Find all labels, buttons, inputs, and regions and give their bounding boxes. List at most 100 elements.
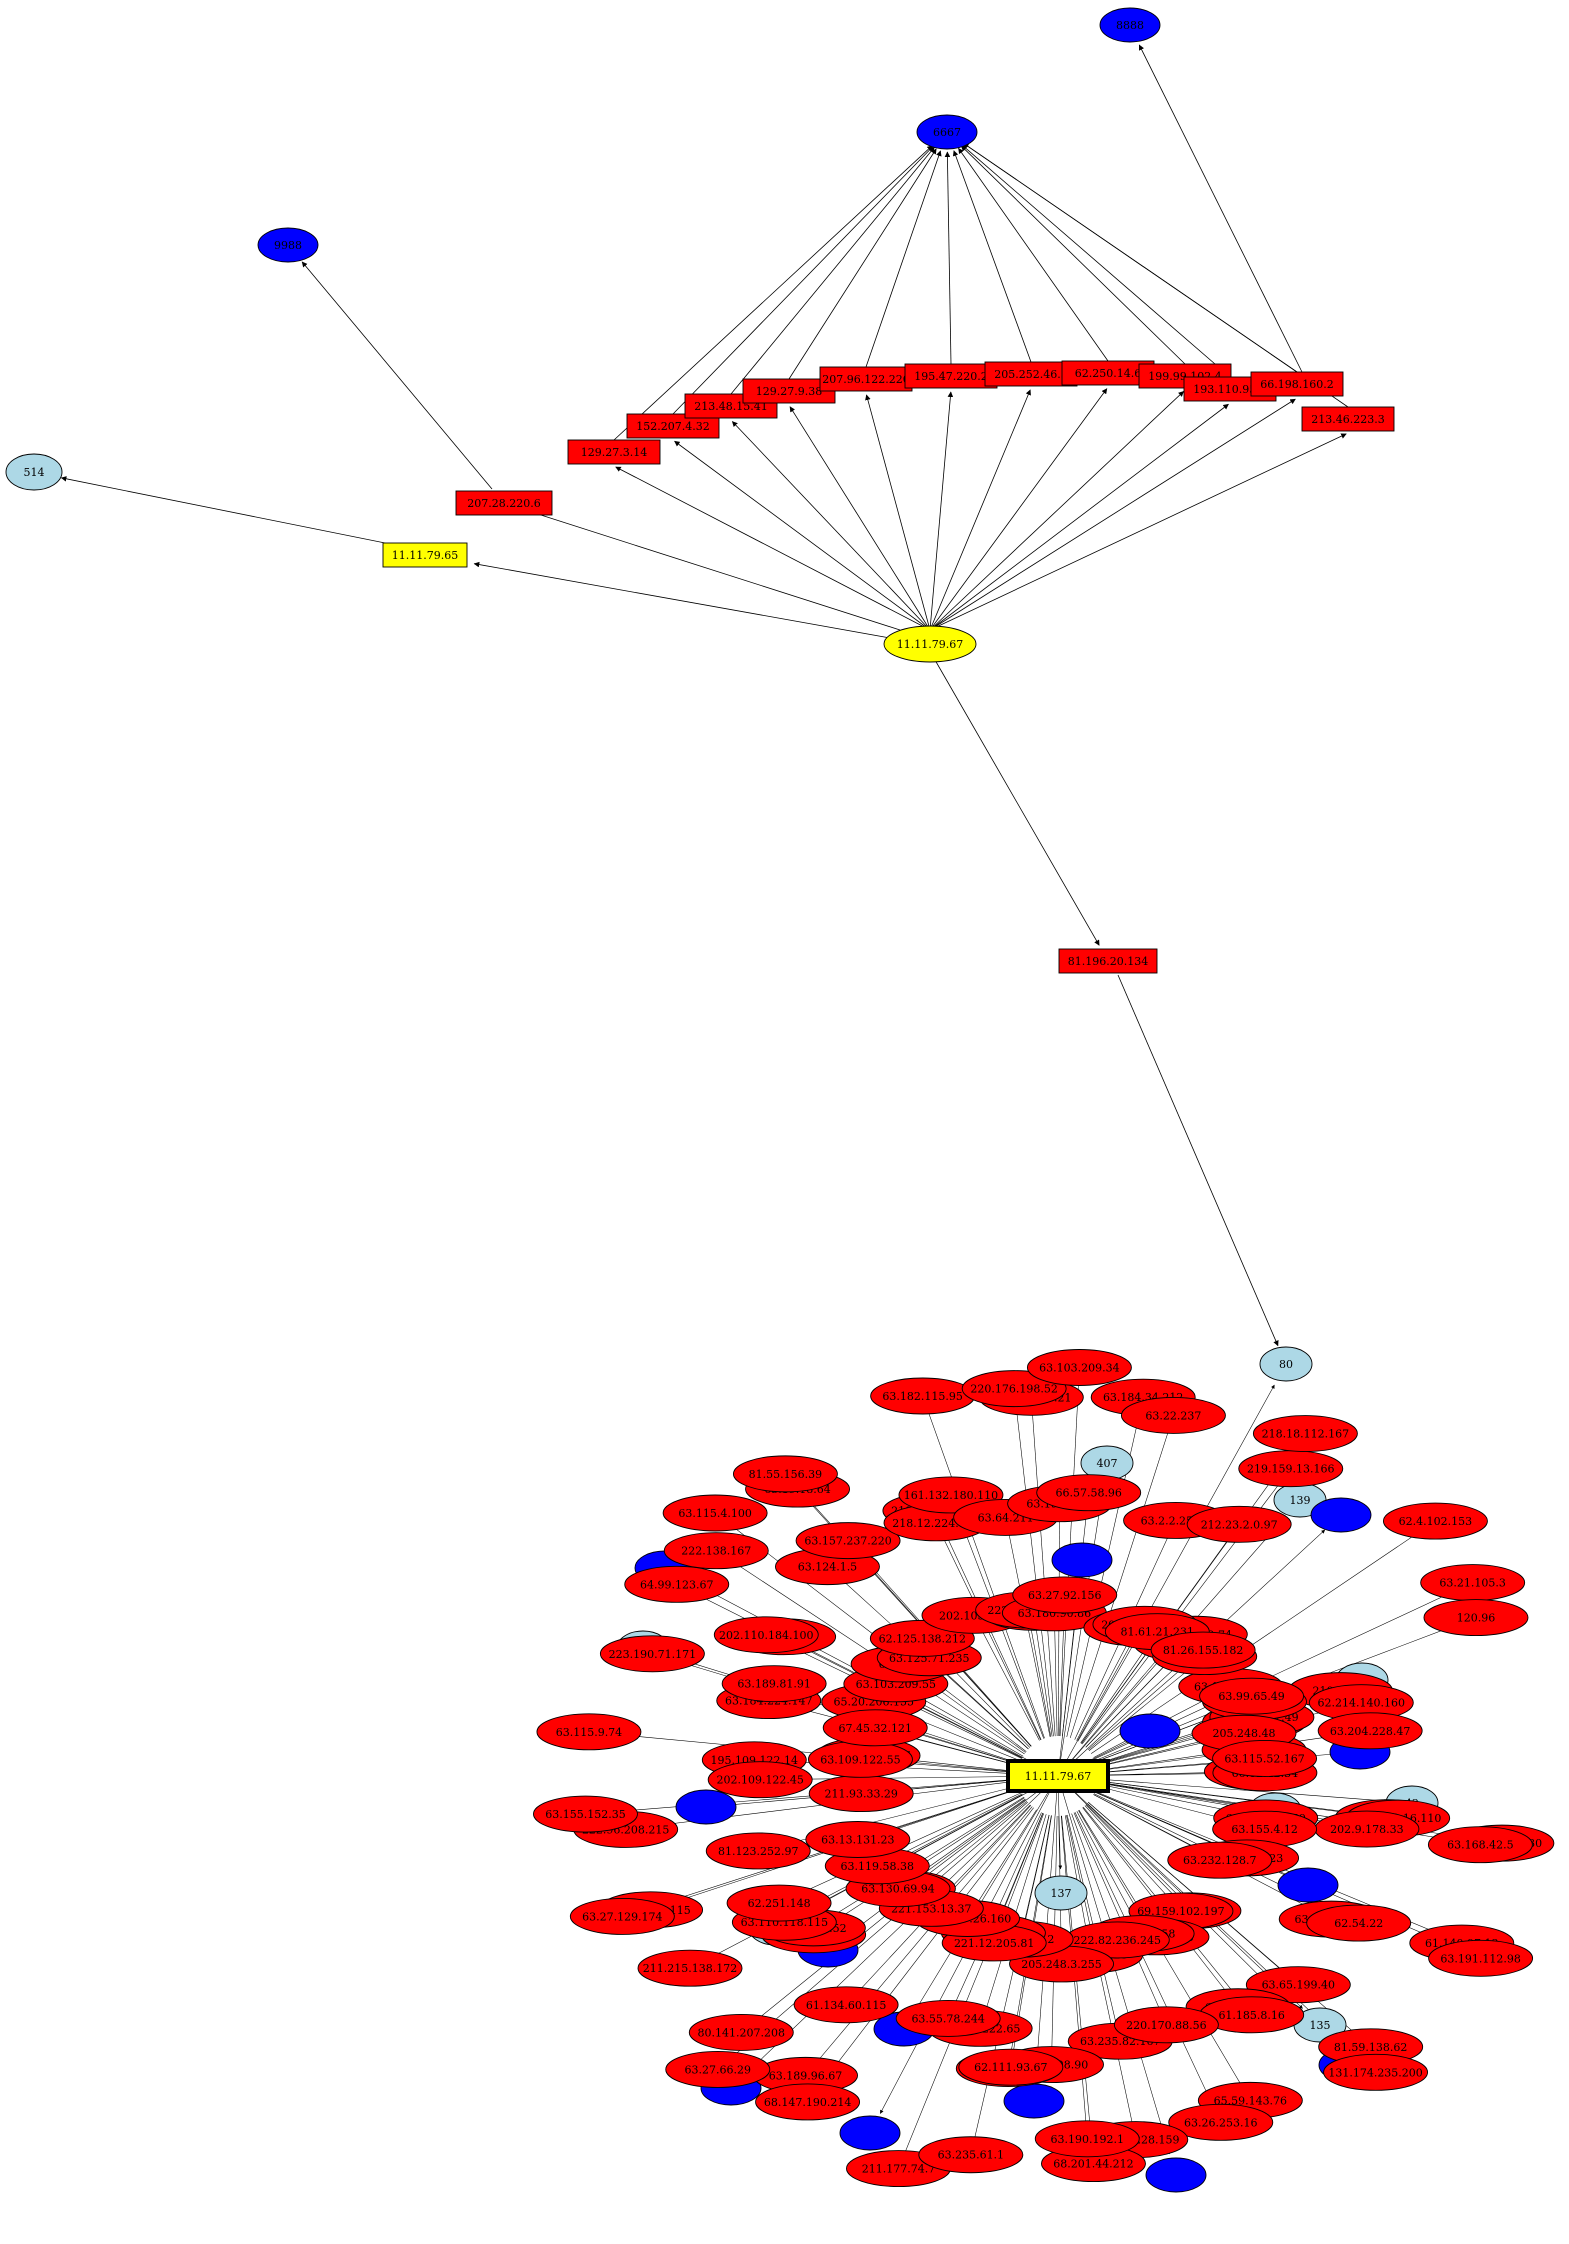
edge (524, 508, 901, 631)
cluster-host-node-222-138-167: 222.138.167 (663, 1532, 769, 1570)
cluster-host-node-81-26-155-182-shape (1150, 1631, 1256, 1669)
cluster-host-node-63-22-237: 63.22.237 (1120, 1396, 1226, 1434)
cluster-host-node-81-123-252-97: 81.123.252.97 (705, 1832, 811, 1870)
edge (672, 145, 934, 415)
hub-edge (915, 1775, 1059, 2011)
cluster-host-node-63-99-65-49: 63.99.65.49 (1199, 1677, 1305, 1715)
cluster-host-node-63-27-66-29-label: 63.27.66.29 (685, 2063, 751, 2076)
cluster-host-node-212-23-2-0-97-shape (1186, 1505, 1292, 1543)
cluster-host-node-67-45-32-121-shape (822, 1709, 928, 1747)
dark-port-node (675, 1789, 737, 1825)
port-node-514-shape (5, 453, 63, 491)
cluster-host-node-212-23-2-0-97: 212.23.2.0.97 (1186, 1505, 1292, 1543)
edge (929, 398, 1296, 631)
edge (865, 150, 942, 368)
cluster-host-node-218-18-112-167-label: 218.18.112.167 (1262, 1428, 1349, 1441)
edge (963, 142, 1349, 408)
edge (929, 388, 1108, 631)
cluster-host-node-131-174-235-200-label: 131.174.235.200 (1328, 2066, 1422, 2079)
fan-host-node-66-198-160-2-shape (1250, 371, 1344, 397)
source-node: 11.11.79.67 (883, 625, 977, 663)
cluster-host-node-62-4-102-153-shape (1382, 1502, 1488, 1540)
cluster-host-node-63-191-112-98-label: 63.191.112.98 (1440, 1952, 1520, 1965)
cluster-host-node-218-18-112-167: 218.18.112.167 (1252, 1415, 1358, 1452)
cluster-host-node-63-204-228-47: 63.204.228.47 (1317, 1712, 1423, 1750)
cluster-host-node-222-138-167-shape (663, 1532, 769, 1570)
edge (1117, 974, 1279, 1347)
hub-edge (807, 1807, 1034, 2103)
hub-edge (973, 1615, 1040, 1741)
dark-port-node (1277, 1867, 1339, 1903)
cluster-host-node-61-134-60-115-shape (793, 1986, 899, 2024)
cluster-host-node-63-21-105-3-label: 63.21.105.3 (1439, 1577, 1505, 1590)
cluster-host-node-202-110-184-100: 202.110.184.100 (713, 1616, 819, 1654)
cluster-host-node-67-45-32-121: 67.45.32.121 (822, 1709, 928, 1747)
cluster-host-node-63-65-199-40-label: 63.65.199.40 (1262, 1979, 1335, 1992)
cluster-host-node-68-201-44-212-label: 68.201.44.212 (1053, 2158, 1133, 2171)
cluster-host-node-62-251-148-shape (726, 1884, 832, 1922)
cluster-host-node-211-215-138-172-label: 211.215.138.172 (643, 1962, 737, 1975)
cluster-host-node-63-190-192-1-label: 63.190.192.1 (1051, 2133, 1124, 2146)
edge (730, 146, 935, 395)
edge (929, 391, 954, 631)
cluster-host-node-62-125-138-212-label: 62.125.138.212 (879, 1632, 966, 1645)
relay-host-node-label: 11.11.79.65 (392, 549, 458, 562)
port-node-135-label: 135 (1310, 2019, 1331, 2032)
dark-port-node (839, 2115, 901, 2151)
cluster-host-node-63-55-78-244-shape (895, 1999, 1001, 2037)
cluster-host-node-219-159-13-166-label: 219.159.13.166 (1247, 1463, 1334, 1476)
fan-host-node-66-198-160-2-label: 66.198.160.2 (1260, 378, 1333, 391)
bridge-host-node-shape (1058, 948, 1158, 974)
cluster-host-node-220-170-88-56-shape (1113, 2006, 1219, 2044)
cluster-host-node-202-109-122-45: 202.109.122.45 (707, 1761, 813, 1799)
cluster-host-node-81-55-156-39-label: 81.55.156.39 (749, 1468, 822, 1481)
fan-host-node-213-48-15-41-shape (684, 393, 778, 419)
cluster-host-node-63-182-115-95: 63.182.115.95 (870, 1377, 976, 1415)
cluster-host-node-211-215-138-172: 211.215.138.172 (637, 1949, 743, 1987)
cluster-host-node-63-13-131-23-label: 63.13.131.23 (821, 1833, 894, 1846)
cluster-host-node-80-141-207-208-label: 80.141.207.208 (698, 2026, 785, 2039)
cluster-host-node-63-232-128-7-shape (1167, 1841, 1273, 1879)
edge (60, 476, 386, 544)
cluster-host-node-80-141-207-208-shape (688, 2013, 794, 2051)
hub-edge (1057, 1775, 1389, 1803)
cluster-host-node-63-189-81-91: 63.189.81.91 (721, 1665, 827, 1703)
cluster-host-node-220-170-88-56: 220.170.88.56 (1113, 2006, 1219, 2044)
cluster-host-node-63-190-192-1-shape (1034, 2120, 1140, 2158)
hub-edge (1071, 1813, 1118, 1941)
cluster-host-node-63-124-1-5-label: 63.124.1.5 (798, 1561, 857, 1574)
cluster-host-node-81-55-156-39: 81.55.156.39 (732, 1455, 838, 1493)
edge (674, 440, 931, 631)
cluster-host-node-63-27-66-29: 63.27.66.29 (665, 2050, 771, 2088)
cluster-host-node-63-155-152-35-shape (533, 1795, 638, 1833)
cluster-host-node-120-96-label: 120.96 (1457, 1612, 1496, 1625)
cluster-host-node-63-27-66-29-shape (665, 2050, 771, 2088)
hub-edge (922, 1395, 1045, 1739)
port-node-407-label: 407 (1097, 1457, 1118, 1470)
hub-edge (1027, 1609, 1052, 1737)
hub-edge (967, 1809, 1037, 1919)
cluster-host-node-120-96-shape (1423, 1599, 1529, 1637)
cluster-host-node-63-26-253-16-shape (1168, 2103, 1274, 2141)
port-node-6667: 6667 (916, 114, 978, 150)
cluster-host-node-211-93-33-29: 211.93.33.29 (808, 1775, 914, 1813)
cluster-host-node-131-174-235-200: 131.174.235.200 (1323, 2053, 1429, 2091)
cluster-host-node-63-191-112-98: 63.191.112.98 (1428, 1939, 1534, 1977)
cluster-host-node-63-189-96-67: 63.189.96.67 (753, 2056, 858, 2094)
edge (929, 403, 1229, 631)
cluster-host-node-63-13-131-23-shape (805, 1821, 911, 1858)
source-node-shape (883, 625, 977, 663)
cluster-host-node-63-157-237-220-label: 63.157.237.220 (804, 1535, 891, 1548)
bridge-host-node-label: 81.196.20.134 (1068, 955, 1148, 968)
cluster-host-node-66-57-58-96-shape (1036, 1474, 1142, 1512)
hub-edge (1076, 1627, 1137, 1741)
cluster-host-node-62-251-148: 62.251.148 (726, 1884, 832, 1922)
cluster-center-node: 11.11.79.67 (1006, 1759, 1110, 1793)
side-host-node: 207.28.220.6 (455, 490, 553, 516)
dark-port-node-shape (1145, 2157, 1207, 2193)
cluster-host-node-63-204-228-47-shape (1317, 1712, 1423, 1750)
cluster-host-node-63-189-81-91-label: 63.189.81.91 (737, 1678, 810, 1691)
fan-host-node-205-252-46-5-label: 205.252.46.5 (994, 368, 1067, 381)
cluster-host-node-62-111-93-67: 62.111.93.67 (958, 2048, 1064, 2086)
